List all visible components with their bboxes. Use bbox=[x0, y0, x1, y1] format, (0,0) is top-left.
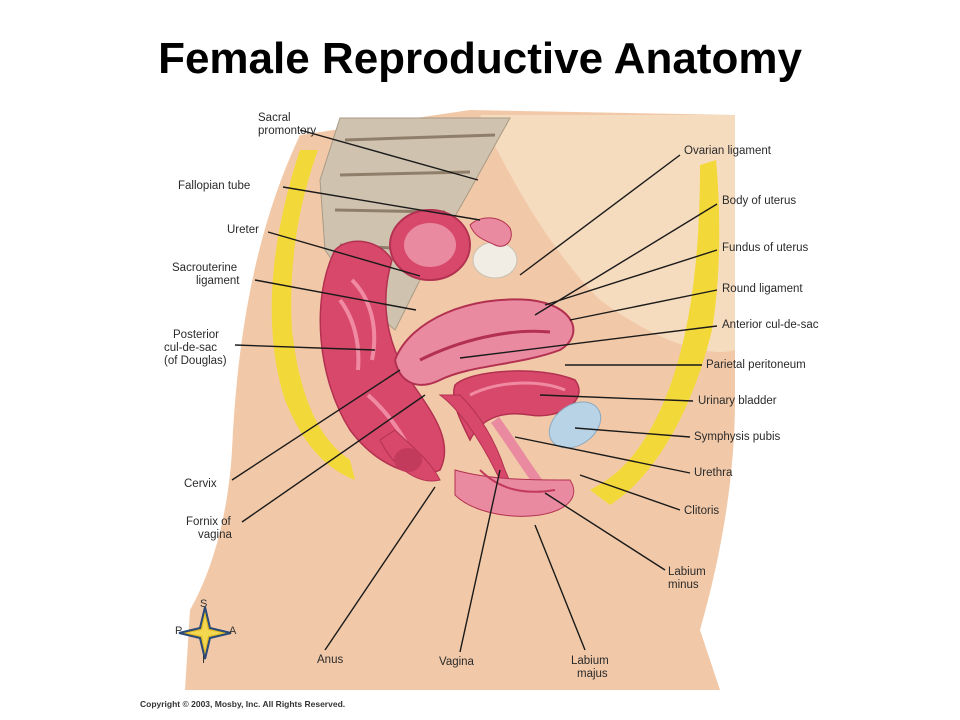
leader-posterior-cul-de-sac bbox=[234, 344, 376, 351]
compass-posterior-label: P bbox=[175, 625, 183, 637]
leader-labium-majus bbox=[534, 524, 586, 651]
label-anus: Anus bbox=[317, 654, 344, 666]
leader-clitoris bbox=[579, 474, 681, 511]
labia bbox=[454, 469, 575, 517]
leader-sacral-promontory bbox=[299, 129, 479, 181]
orientation-compass-icon bbox=[178, 606, 232, 660]
leader-ureter bbox=[267, 231, 421, 277]
label-clitoris: Clitoris bbox=[684, 505, 720, 517]
compass-superior-label: S bbox=[200, 598, 208, 610]
leader-round-ligament bbox=[569, 289, 718, 321]
label-symphysis-pubis: Symphysis pubis bbox=[694, 431, 781, 443]
label-urethra: Urethra bbox=[694, 467, 733, 479]
label-ovarian-ligament: Ovarian ligament bbox=[684, 145, 771, 157]
leader-cervix bbox=[231, 369, 401, 481]
leader-urinary-bladder bbox=[539, 394, 694, 402]
fallopian-tube-shape bbox=[469, 217, 512, 247]
leader-symphysis-pubis bbox=[574, 427, 691, 438]
ovary bbox=[472, 241, 518, 279]
compass-anterior-label: A bbox=[229, 625, 237, 637]
label-labium-minus: Labium minus bbox=[668, 566, 706, 591]
leader-anterior-cul-de-sac bbox=[459, 325, 718, 359]
leader-sacrouterine-ligament bbox=[254, 279, 417, 311]
label-body-of-uterus: Body of uterus bbox=[722, 195, 797, 207]
leader-vagina bbox=[459, 469, 501, 653]
label-sacral-promontory: Sacral promontory bbox=[258, 112, 317, 137]
leader-fallopian-tube bbox=[282, 186, 481, 221]
rectum bbox=[319, 240, 446, 475]
symphysis-pubis-shape bbox=[548, 401, 602, 449]
label-cervix: Cervix bbox=[184, 478, 217, 490]
leader-urethra bbox=[514, 436, 691, 474]
leader-fundus-of-uterus bbox=[544, 249, 718, 306]
anterior-fat-layer bbox=[590, 160, 720, 505]
label-ureter: Ureter bbox=[227, 224, 259, 236]
leader-labium-minus bbox=[544, 492, 666, 571]
label-posterior-cul-de-sac: Posterior cul-de-sac (of Douglas) bbox=[164, 329, 227, 367]
compass-inferior-label: I bbox=[202, 654, 206, 666]
leader-lines bbox=[231, 129, 718, 653]
vertebra-segments bbox=[334, 133, 496, 252]
label-round-ligament: Round ligament bbox=[722, 283, 803, 295]
label-fundus-of-uterus: Fundus of uterus bbox=[722, 242, 809, 254]
uterus bbox=[393, 298, 575, 386]
copyright-notice: Copyright © 2003, Mosby, Inc. All Rights… bbox=[140, 699, 346, 709]
leader-body-of-uterus bbox=[534, 203, 718, 316]
label-fallopian-tube: Fallopian tube bbox=[178, 180, 251, 192]
label-urinary-bladder: Urinary bladder bbox=[698, 395, 777, 407]
uterine-cavity bbox=[419, 329, 551, 362]
label-vagina: Vagina bbox=[439, 656, 474, 668]
label-sacrouterine-ligament: Sacrouterine ligament bbox=[172, 262, 240, 287]
posterior-fat-layer bbox=[271, 150, 355, 480]
label-anterior-cul-de-sac: Anterior cul-de-sac bbox=[722, 319, 819, 331]
label-fornix-of-vagina: Fornix of vagina bbox=[186, 516, 232, 541]
abdominal-region bbox=[480, 115, 735, 352]
label-labium-majus: Labium majus bbox=[571, 655, 609, 680]
leader-anus bbox=[324, 486, 436, 651]
leader-fornix-of-vagina bbox=[241, 394, 426, 523]
leader-ovarian-ligament bbox=[519, 154, 681, 276]
label-parietal-peritoneum: Parietal peritoneum bbox=[706, 359, 806, 371]
page-title: Female Reproductive Anatomy bbox=[158, 34, 802, 83]
